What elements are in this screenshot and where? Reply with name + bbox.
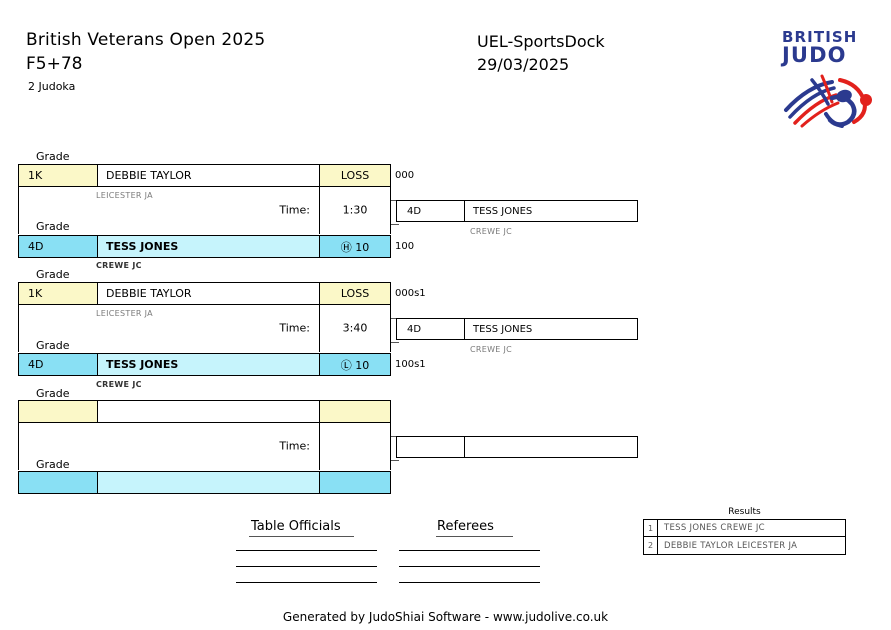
referees-signature-line[interactable] bbox=[399, 550, 540, 551]
winner-row-3[interactable] bbox=[396, 436, 638, 458]
bracket-connector-bottom-3 bbox=[391, 460, 399, 461]
competitor-grade: 1K bbox=[19, 165, 98, 186]
winner-name: TESS JONES bbox=[473, 205, 533, 217]
referees-heading-underline bbox=[436, 536, 513, 537]
referees-signature-line[interactable] bbox=[399, 582, 540, 583]
match-time-value[interactable]: 1:30 bbox=[342, 203, 368, 217]
competitor-club: LEICESTER JA bbox=[96, 191, 153, 200]
table-officials-signature-line[interactable] bbox=[236, 566, 377, 567]
winner-grade: 4D bbox=[397, 319, 465, 339]
winner-grade: 4D bbox=[397, 201, 465, 221]
result-rank: 1 bbox=[644, 520, 658, 536]
competitor-name bbox=[98, 401, 320, 422]
time-label: Time: bbox=[279, 321, 310, 335]
competitor-row-top-1[interactable]: 1K DEBBIE TAYLOR LOSS bbox=[18, 164, 391, 187]
match-time-box-1: Time: 1:30 bbox=[18, 186, 391, 234]
match-time-box-3: Time: bbox=[18, 422, 391, 470]
bracket-connector-top-3 bbox=[391, 436, 399, 437]
competitor-score-code: 000 bbox=[395, 170, 415, 181]
table-officials-signature-line[interactable] bbox=[236, 550, 377, 551]
grade-label-bottom-2: Grade bbox=[36, 339, 70, 352]
grade-label-top-1: Grade bbox=[36, 150, 70, 163]
winner-grade bbox=[397, 437, 465, 457]
competitor-club: CREWE JC bbox=[96, 261, 142, 270]
competitor-grade bbox=[19, 472, 98, 493]
grade-label-top-3: Grade bbox=[36, 387, 70, 400]
table-officials-signature-line[interactable] bbox=[236, 582, 377, 583]
match-time-value[interactable]: 3:40 bbox=[342, 321, 368, 335]
table-officials-heading-underline bbox=[249, 536, 354, 537]
winner-name bbox=[465, 437, 637, 457]
bracket-connector-top-2 bbox=[391, 318, 399, 319]
results-row[interactable]: 1 TESS JONES CREWE JC bbox=[644, 520, 845, 537]
competitor-club: CREWE JC bbox=[96, 380, 142, 389]
competitor-score: LOSS bbox=[320, 165, 390, 186]
competitor-name: DEBBIE TAYLOR bbox=[98, 165, 320, 186]
bracket-connector-top-1 bbox=[391, 200, 399, 201]
competitor-score: Ⓛ 10 bbox=[320, 354, 390, 375]
weight-category: F5+78 bbox=[26, 54, 83, 74]
competitor-grade: 1K bbox=[19, 283, 98, 304]
competitor-score bbox=[320, 401, 390, 422]
winner-club: CREWE JC bbox=[470, 227, 513, 236]
competitor-score-code: 100 bbox=[395, 241, 415, 252]
competitor-row-top-3[interactable] bbox=[18, 400, 391, 423]
tournament-title: British Veterans Open 2025 bbox=[26, 30, 266, 50]
bracket-connector-bottom-1 bbox=[391, 224, 399, 225]
competitor-score: LOSS bbox=[320, 283, 390, 304]
competitor-name: DEBBIE TAYLOR bbox=[98, 283, 320, 304]
competitor-club: LEICESTER JA bbox=[96, 309, 153, 318]
judoka-mark-icon bbox=[782, 70, 878, 132]
entrant-count: 2 Judoka bbox=[28, 80, 76, 93]
competitor-row-bottom-3[interactable] bbox=[18, 471, 391, 494]
footer-credit: Generated by JudoShiai Software - www.ju… bbox=[282, 610, 609, 624]
competitor-score: Ⓗ 10 bbox=[320, 236, 390, 257]
competitor-row-bottom-2[interactable]: 4D TESS JONES Ⓛ 10 bbox=[18, 353, 391, 376]
competitor-name: TESS JONES bbox=[98, 354, 320, 375]
bracket-connector-bottom-2 bbox=[391, 342, 399, 343]
competitor-score-code: 000s1 bbox=[395, 288, 426, 299]
grade-label-top-2: Grade bbox=[36, 268, 70, 281]
time-label: Time: bbox=[279, 439, 310, 453]
competitor-grade: 4D bbox=[19, 236, 98, 257]
competitor-grade bbox=[19, 401, 98, 422]
result-name: DEBBIE TAYLOR LEICESTER JA bbox=[664, 540, 798, 551]
result-rank: 2 bbox=[644, 537, 658, 554]
competitor-name bbox=[98, 472, 320, 493]
time-cell-divider bbox=[319, 186, 320, 234]
time-cell-divider bbox=[319, 304, 320, 352]
grade-label-bottom-3: Grade bbox=[36, 458, 70, 471]
winner-row-2[interactable]: 4D TESS JONES bbox=[396, 318, 638, 340]
competitor-row-bottom-1[interactable]: 4D TESS JONES Ⓗ 10 bbox=[18, 235, 391, 258]
grade-label-bottom-1: Grade bbox=[36, 220, 70, 233]
match-time-box-2: Time: 3:40 bbox=[18, 304, 391, 352]
results-row[interactable]: 2 DEBBIE TAYLOR LEICESTER JA bbox=[644, 537, 845, 554]
winner-row-1[interactable]: 4D TESS JONES bbox=[396, 200, 638, 222]
winner-name: TESS JONES bbox=[473, 323, 533, 335]
referees-heading: Referees bbox=[437, 519, 494, 534]
competitor-score-code: 100s1 bbox=[395, 359, 426, 370]
table-officials-heading: Table Officials bbox=[251, 519, 341, 534]
venue-name: UEL-SportsDock bbox=[477, 32, 605, 51]
british-judo-logo: BRITISH JUDO bbox=[782, 28, 878, 128]
time-label: Time: bbox=[279, 203, 310, 217]
results-table: 1 TESS JONES CREWE JC 2 DEBBIE TAYLOR LE… bbox=[643, 519, 846, 555]
logo-text-british: BRITISH bbox=[782, 28, 858, 46]
competitor-grade: 4D bbox=[19, 354, 98, 375]
referees-signature-line[interactable] bbox=[399, 566, 540, 567]
event-date: 29/03/2025 bbox=[477, 55, 570, 74]
competitor-score bbox=[320, 472, 390, 493]
winner-club: CREWE JC bbox=[470, 345, 513, 354]
result-name: TESS JONES CREWE JC bbox=[664, 523, 765, 533]
time-cell-divider bbox=[319, 422, 320, 470]
competitor-row-top-2[interactable]: 1K DEBBIE TAYLOR LOSS bbox=[18, 282, 391, 305]
results-title: Results bbox=[728, 507, 761, 517]
competitor-name: TESS JONES bbox=[98, 236, 320, 257]
logo-text-judo: JUDO bbox=[782, 43, 847, 67]
